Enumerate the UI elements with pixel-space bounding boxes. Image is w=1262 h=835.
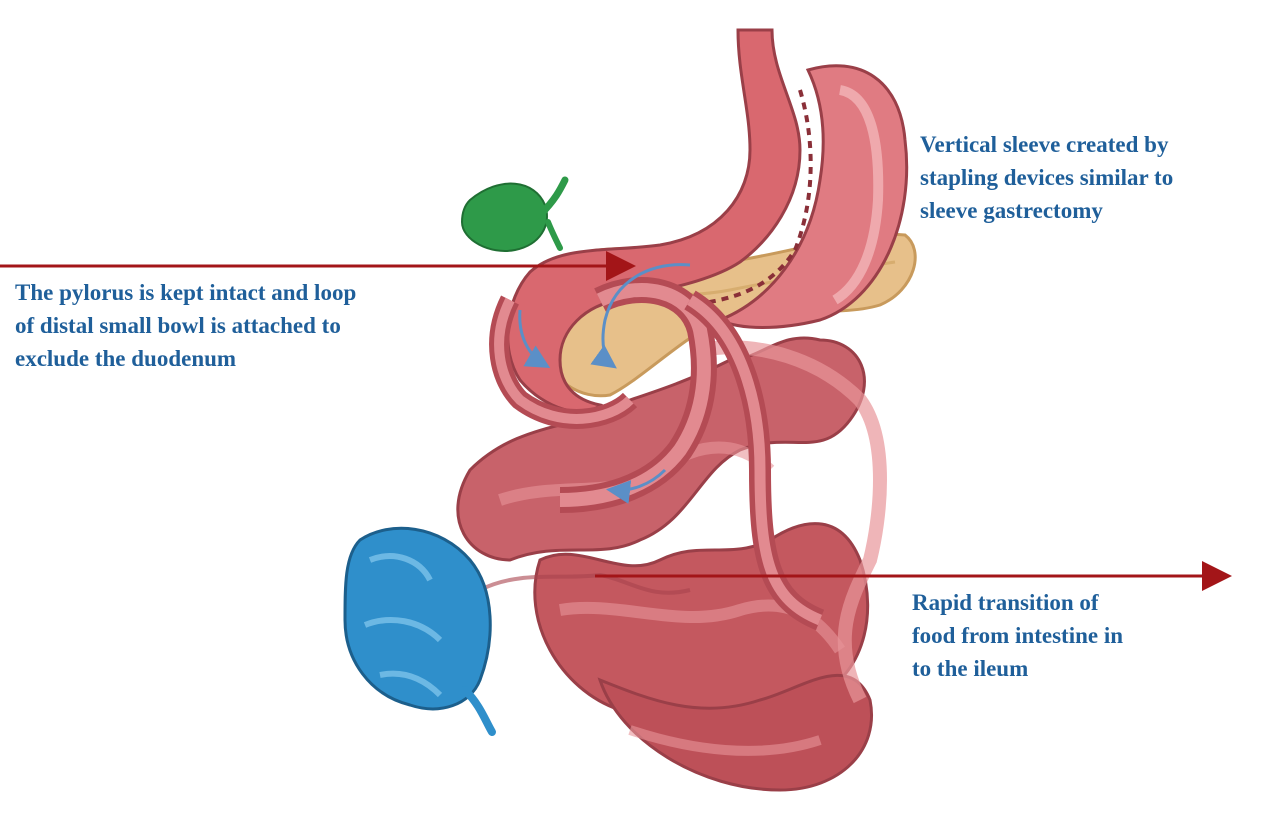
annotation-arrows (0, 251, 1232, 591)
gallbladder-shape (460, 176, 569, 252)
food-flow-arrows (518, 263, 691, 504)
label-vertical-sleeve: Vertical sleeve created by stapling devi… (920, 132, 1174, 223)
label-ileum-transition: Rapid transition of food from intestine … (912, 590, 1124, 681)
cecum-colon-shape (343, 526, 496, 736)
label-pylorus: The pylorus is kept intact and loop of d… (15, 280, 357, 371)
